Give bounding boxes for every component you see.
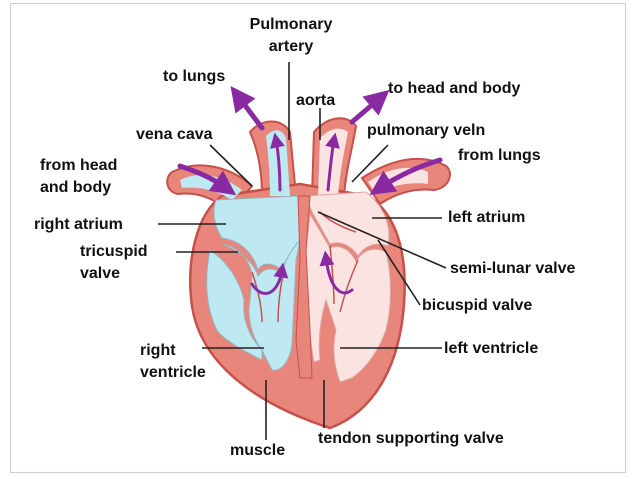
label-right-atrium: right atrium — [34, 216, 123, 233]
label-tricuspid-valve: tricuspid valve — [80, 243, 148, 282]
label-left-atrium: left atrium — [448, 209, 526, 226]
septum — [295, 195, 313, 379]
label-from-lungs: from lungs — [458, 147, 541, 164]
label-aorta: aorta — [296, 92, 336, 109]
arrow-to-head-and-body — [349, 89, 390, 125]
label-right-ventricle: right ventricle — [140, 342, 206, 381]
label-from-head-and-body: from head and body — [40, 157, 118, 196]
arrow-from-lungs — [369, 157, 443, 195]
label-muscle: muscle — [230, 442, 286, 459]
arrow-to-lungs — [230, 86, 265, 131]
label-pulmonary-vein: pulmonary veln — [367, 122, 486, 139]
arrow-left-ventricle — [319, 250, 354, 295]
arrow-right-ventricle — [250, 262, 289, 295]
label-tendon-supporting-valve: tendon supporting valve — [318, 430, 504, 447]
arrow-pulmonary-artery-channel — [270, 132, 285, 192]
arrow-from-head-and-body — [177, 163, 237, 196]
flow-arrows — [177, 86, 443, 295]
label-pulmonary-artery: Pulmonary artery — [249, 16, 333, 55]
leader-lines — [158, 62, 447, 440]
label-semi-lunar-valve: semi-lunar valve — [450, 260, 576, 277]
label-to-lungs: to lungs — [163, 68, 226, 85]
label-vena-cava: vena cava — [136, 126, 213, 143]
left-atrium-cavity — [305, 191, 390, 257]
label-bicuspid-valve: bicuspid valve — [422, 297, 533, 314]
label-left-ventricle: left ventricle — [444, 340, 539, 357]
label-to-head-and-body: to head and body — [388, 80, 521, 97]
arrow-aorta-channel — [325, 132, 340, 192]
